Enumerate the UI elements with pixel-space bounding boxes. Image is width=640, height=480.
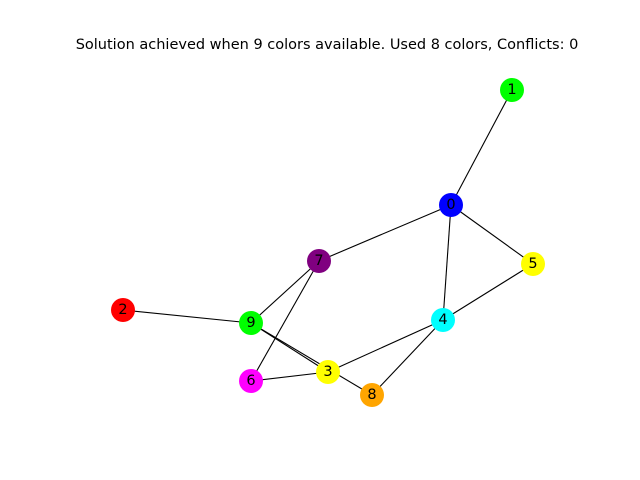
edge-7-6: [250, 260, 320, 382]
node-label-3: 3: [323, 364, 332, 380]
node-0: 0: [439, 193, 463, 217]
node-7: 7: [307, 249, 331, 273]
edges-layer: [122, 89, 534, 396]
figure-title: Solution achieved when 9 colors availabl…: [76, 37, 579, 53]
node-circle-3: [316, 360, 340, 384]
edge-0-1: [450, 89, 513, 206]
node-label-5: 5: [528, 256, 537, 272]
edge-4-8: [371, 319, 444, 396]
edge-6-3: [250, 371, 329, 382]
node-label-2: 2: [118, 302, 127, 318]
node-circle-7: [307, 249, 331, 273]
node-6: 6: [239, 369, 263, 393]
node-4: 4: [431, 308, 455, 332]
node-circle-5: [521, 252, 545, 276]
node-label-7: 7: [314, 253, 323, 269]
node-circle-4: [431, 308, 455, 332]
node-label-8: 8: [367, 387, 376, 403]
node-3: 3: [316, 360, 340, 384]
edge-0-4: [442, 204, 452, 321]
node-label-0: 0: [446, 197, 455, 213]
node-circle-9: [239, 311, 263, 335]
nodes-layer: 0 1 2 3 4 5 6 7 8 9: [111, 78, 545, 407]
node-9: 9: [239, 311, 263, 335]
edge-5-4: [442, 263, 534, 321]
node-label-1: 1: [507, 82, 516, 98]
edge-7-9: [250, 260, 320, 324]
edge-9-8: [250, 322, 373, 396]
node-5: 5: [521, 252, 545, 276]
edge-0-5: [450, 204, 534, 265]
edge-4-3: [327, 319, 444, 373]
edge-0-7: [318, 204, 452, 262]
node-1: 1: [500, 78, 524, 102]
node-label-6: 6: [246, 373, 255, 389]
node-circle-0: [439, 193, 463, 217]
node-2: 2: [111, 298, 135, 322]
node-label-4: 4: [438, 312, 447, 328]
node-circle-6: [239, 369, 263, 393]
edge-2-9: [122, 309, 252, 324]
node-circle-1: [500, 78, 524, 102]
node-8: 8: [360, 383, 384, 407]
node-circle-8: [360, 383, 384, 407]
node-circle-2: [111, 298, 135, 322]
node-label-9: 9: [246, 315, 255, 331]
